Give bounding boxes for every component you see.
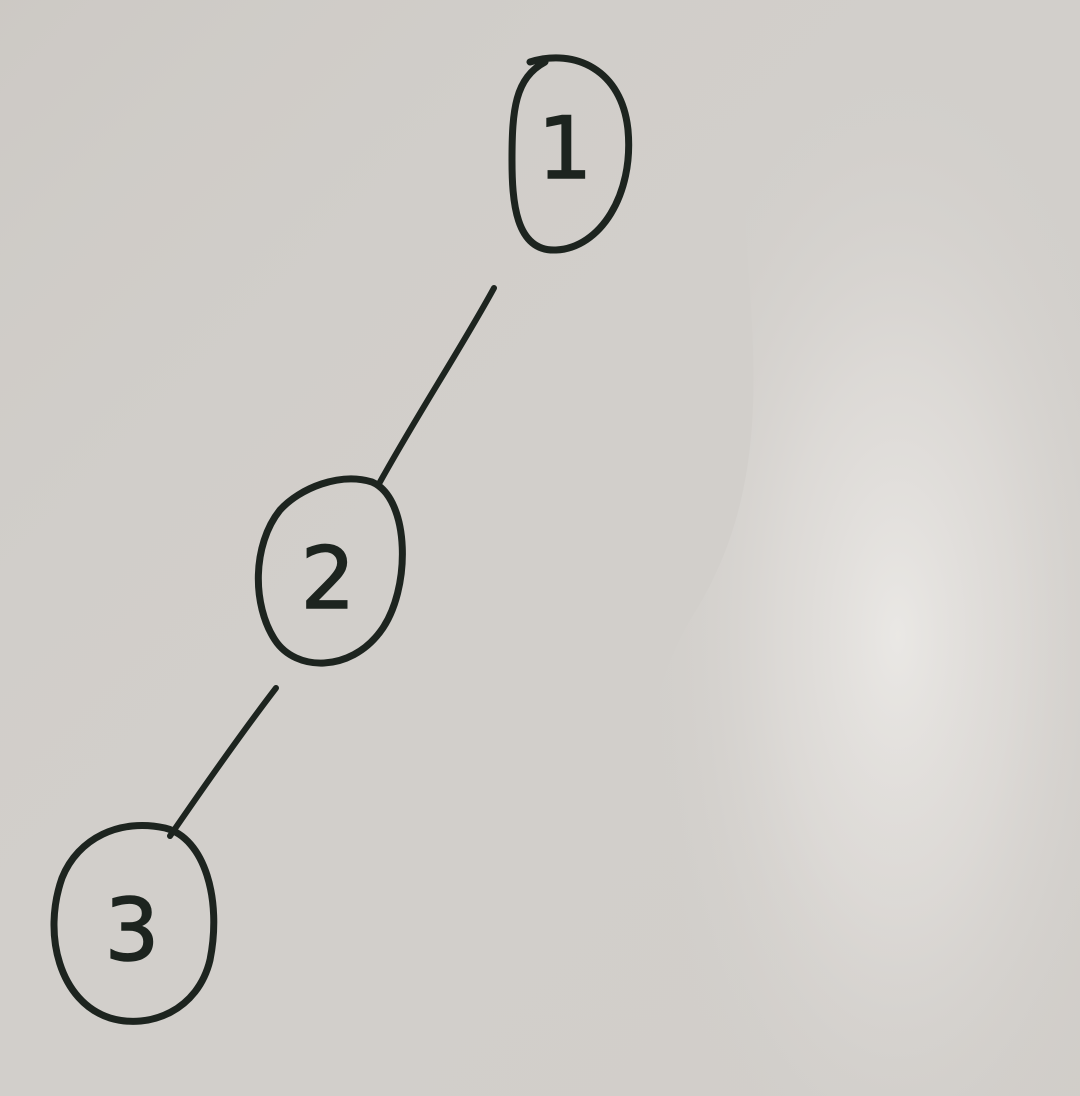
node-3-circle (50, 821, 218, 1025)
light-glare (600, 0, 1080, 1096)
edge-2-3 (167, 685, 279, 839)
node-3-label: 3 (105, 881, 160, 981)
node-1-label: 1 (538, 99, 593, 199)
tree-node-1: 1 (508, 54, 633, 254)
edge-1-2 (377, 285, 497, 485)
tree-node-3: 3 (50, 821, 218, 1025)
tree-node-2: 2 (254, 475, 406, 667)
node-1-circle (508, 54, 633, 254)
node-2-label: 2 (301, 529, 356, 629)
node-2-circle (254, 475, 406, 667)
